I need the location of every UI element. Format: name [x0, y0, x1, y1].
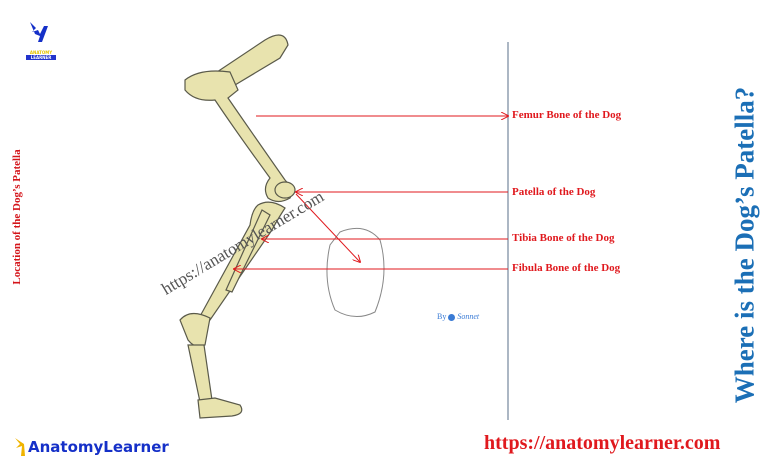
bird-logo-icon — [15, 438, 25, 456]
logo-top-line1: ANATOMY — [29, 50, 53, 55]
label-tibia: Tibia Bone of the Dog — [512, 232, 615, 244]
logo-text: AnatomyLearner — [28, 438, 169, 456]
logo-top: ANATOMY LEARNER — [26, 20, 56, 60]
site-url[interactable]: https://anatomylearner.com — [484, 432, 721, 454]
label-fibula: Fibula Bone of the Dog — [512, 262, 621, 274]
logo-top-line2: LEARNER — [26, 55, 56, 60]
patella-outline — [326, 227, 385, 317]
main-title: Where is the Dog’s Patella? — [729, 86, 760, 404]
metatarsal-bones — [187, 344, 213, 403]
credit-by: By — [437, 312, 447, 321]
patella-zoom-arrow — [295, 193, 360, 262]
label-femur: Femur Bone of the Dog — [512, 109, 622, 121]
credit-name: Sonnet — [457, 312, 480, 321]
sonnet-logo-icon — [448, 313, 456, 321]
patella-bone — [274, 181, 296, 199]
anatomylearner-logo: AnatomyLearner — [12, 436, 169, 458]
bird-logo-icon — [30, 22, 48, 42]
credit: By Sonnet — [437, 312, 479, 321]
tarsal-bones — [179, 312, 211, 348]
femur-bone — [184, 70, 293, 203]
phalanges-bones — [197, 397, 243, 419]
label-patella: Patella of the Dog — [512, 186, 596, 198]
